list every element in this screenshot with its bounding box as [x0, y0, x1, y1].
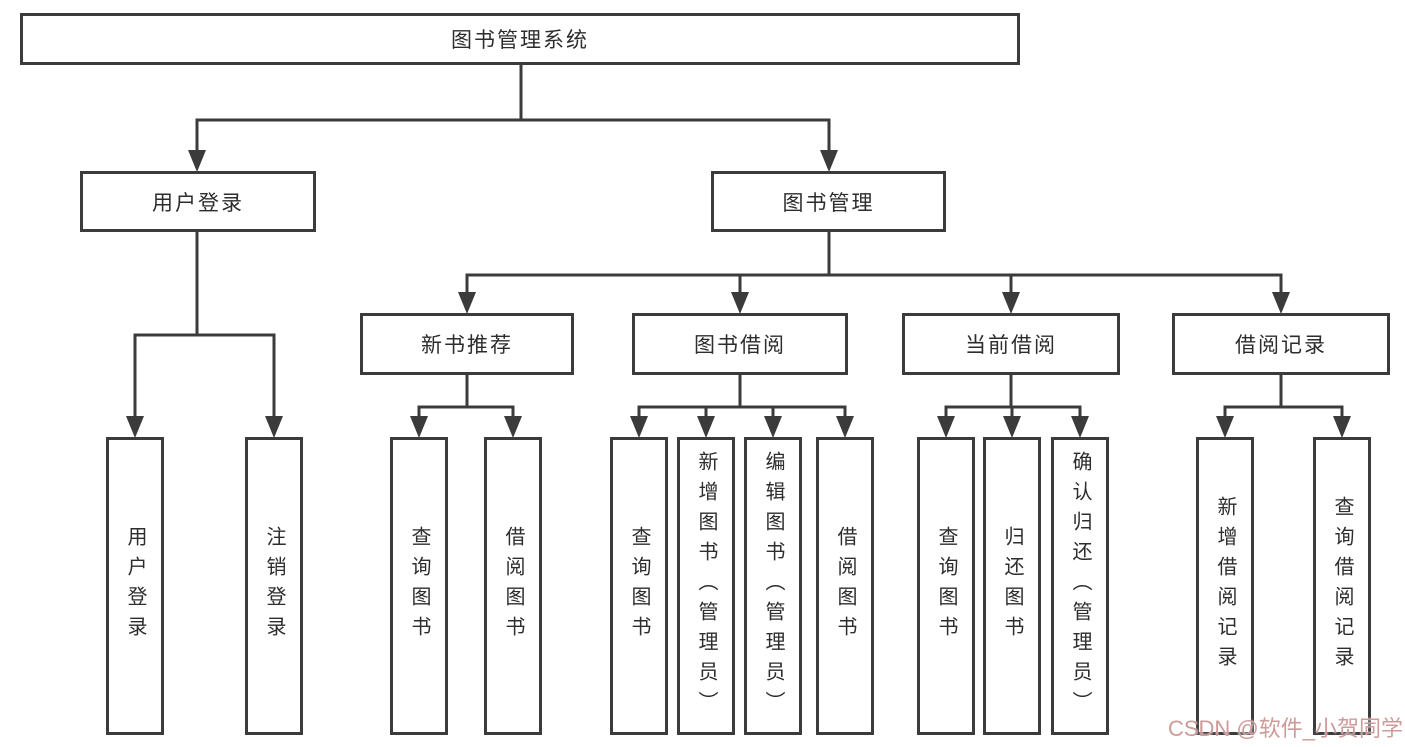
node-library-management-system: 图书管理系统	[20, 13, 1020, 65]
node-label: 图书借阅	[694, 334, 786, 357]
node-new-book-recommendation: 新书推荐	[360, 313, 574, 375]
leaf-borrow-books: 借阅图书	[484, 437, 542, 735]
node-label: 查询图书	[408, 526, 430, 646]
node-label: 借阅图书	[502, 526, 524, 646]
node-label: 注销登录	[263, 526, 285, 646]
node-label: 确认归还（管理员）	[1069, 451, 1091, 721]
node-current-borrowing: 当前借阅	[902, 313, 1120, 375]
node-label: 新书推荐	[421, 334, 513, 357]
leaf-add-book-admin: 新增图书（管理员）	[677, 437, 735, 735]
csdn-watermark: CSDN @软件_小贺同学	[1167, 716, 1403, 741]
node-label: 图书管理系统	[451, 29, 589, 52]
node-label: 新增借阅记录	[1214, 496, 1236, 676]
node-borrowing-records: 借阅记录	[1172, 313, 1390, 375]
node-user-login: 用户登录	[80, 171, 316, 232]
node-label: 用户登录	[124, 526, 146, 646]
leaf-query-books: 查询图书	[390, 437, 448, 735]
node-label: 归还图书	[1001, 526, 1023, 646]
leaf-confirm-return-admin: 确认归还（管理员）	[1051, 437, 1109, 735]
node-label: 借阅记录	[1235, 334, 1327, 357]
leaf-edit-book-admin: 编辑图书（管理员）	[744, 437, 802, 735]
leaf-query-books: 查询图书	[610, 437, 668, 735]
leaf-logout: 注销登录	[245, 437, 303, 735]
node-book-borrowing: 图书借阅	[632, 313, 848, 375]
leaf-return-books: 归还图书	[983, 437, 1041, 735]
node-label: 借阅图书	[834, 526, 856, 646]
leaf-user-login: 用户登录	[106, 437, 164, 735]
node-label: 查询图书	[628, 526, 650, 646]
node-label: 图书管理	[782, 191, 875, 215]
leaf-add-borrow-record: 新增借阅记录	[1196, 437, 1254, 735]
node-label: 编辑图书（管理员）	[762, 451, 784, 721]
leaf-query-books: 查询图书	[917, 437, 975, 735]
leaf-query-borrow-record: 查询借阅记录	[1313, 437, 1371, 735]
node-book-management: 图书管理	[711, 171, 946, 232]
node-label: 新增图书（管理员）	[695, 451, 717, 721]
node-label: 用户登录	[152, 191, 244, 215]
node-label: 查询借阅记录	[1331, 496, 1353, 676]
node-label: 当前借阅	[965, 334, 1057, 357]
node-label: 查询图书	[935, 526, 957, 646]
leaf-borrow-books: 借阅图书	[816, 437, 874, 735]
